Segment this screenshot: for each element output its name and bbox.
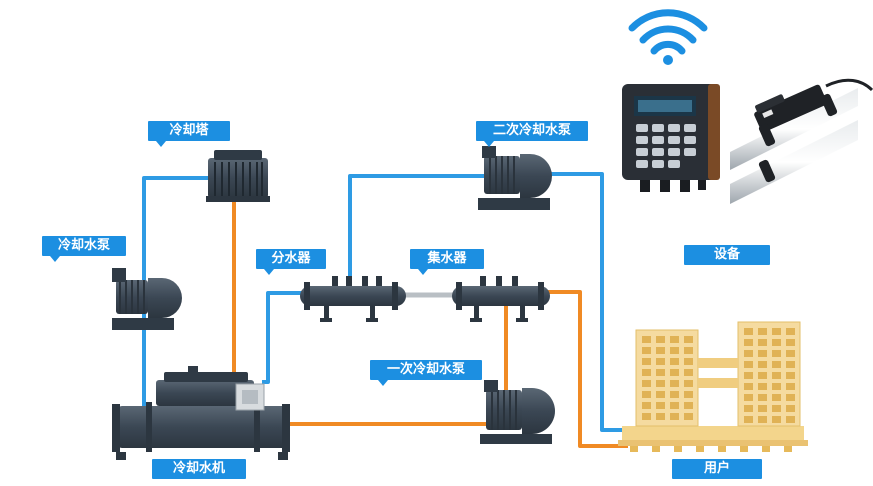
building-window xyxy=(642,358,651,365)
building-window xyxy=(758,383,767,390)
building-window xyxy=(642,402,651,409)
building-window xyxy=(670,369,679,376)
label-cooling-pump: 冷却水泵 xyxy=(42,236,126,262)
building-window xyxy=(642,391,651,398)
building-window xyxy=(684,413,693,420)
building-window xyxy=(772,350,781,357)
water-collector xyxy=(452,276,550,322)
water-distributor xyxy=(300,276,406,322)
secondary-cooling-pump xyxy=(478,146,552,210)
building-window xyxy=(772,383,781,390)
pipe-secondary-pump-to-user xyxy=(546,172,628,432)
building-window xyxy=(670,336,679,343)
building-window xyxy=(670,402,679,409)
label-collector: 集水器 xyxy=(410,249,484,275)
building-window xyxy=(670,391,679,398)
building-window xyxy=(642,380,651,387)
building-window xyxy=(656,413,665,420)
label-secondary-pump: 二次冷却水泵 xyxy=(476,121,588,147)
chiller-unit xyxy=(112,366,290,460)
building-window xyxy=(786,394,795,401)
building-window xyxy=(656,347,665,354)
building-window xyxy=(656,391,665,398)
label-primary-pump: 一次冷却水泵 xyxy=(370,360,482,386)
building-window xyxy=(642,347,651,354)
building-window xyxy=(744,383,753,390)
building-window xyxy=(744,361,753,368)
building-window xyxy=(670,413,679,420)
building-window xyxy=(758,350,767,357)
label-cooling-tower: 冷却塔 xyxy=(148,121,230,147)
pipe-tower-to-chiller xyxy=(142,176,212,408)
building-window xyxy=(744,416,753,423)
building-window xyxy=(786,328,795,335)
pipe-distributor-to-secondary-pump xyxy=(348,174,486,283)
building-window xyxy=(758,394,767,401)
building-window xyxy=(656,402,665,409)
building-window xyxy=(786,405,795,412)
pipe-sensor xyxy=(730,78,873,204)
cooling-tower xyxy=(206,150,270,202)
building-window xyxy=(684,358,693,365)
building-window xyxy=(758,405,767,412)
building-window xyxy=(786,383,795,390)
building-window xyxy=(758,361,767,368)
building-window xyxy=(758,339,767,346)
pipes xyxy=(142,172,628,448)
building-window xyxy=(656,369,665,376)
building-window xyxy=(758,416,767,423)
building-window xyxy=(786,361,795,368)
building-window xyxy=(684,380,693,387)
label-distributor: 分水器 xyxy=(256,249,326,275)
building-window xyxy=(744,339,753,346)
label-equipment: 设备 xyxy=(684,245,770,265)
pipe-user-to-collector xyxy=(540,290,628,448)
cooling-pump xyxy=(112,268,182,330)
building-window xyxy=(772,405,781,412)
building-window xyxy=(744,394,753,401)
building-window xyxy=(670,358,679,365)
building-window xyxy=(772,361,781,368)
building-window xyxy=(656,336,665,343)
building-window xyxy=(642,413,651,420)
building-window xyxy=(758,328,767,335)
building-window xyxy=(786,372,795,379)
label-user: 用户 xyxy=(672,459,762,479)
building-window xyxy=(744,372,753,379)
user-buildings xyxy=(618,321,808,452)
building-window xyxy=(642,369,651,376)
building-window xyxy=(744,405,753,412)
building-window xyxy=(642,336,651,343)
building-window xyxy=(744,350,753,357)
building-window xyxy=(670,380,679,387)
building-window xyxy=(656,358,665,365)
building-window xyxy=(786,350,795,357)
building-window xyxy=(772,416,781,423)
building-window xyxy=(744,328,753,335)
primary-cooling-pump xyxy=(480,380,555,444)
pipe-chiller-to-distributor xyxy=(262,291,310,384)
building-window xyxy=(772,328,781,335)
building-window xyxy=(684,336,693,343)
ultrasonic-flowmeter-icon xyxy=(622,84,720,192)
wifi-icon xyxy=(628,9,708,65)
building-window xyxy=(684,391,693,398)
building-window xyxy=(772,339,781,346)
building-window xyxy=(684,402,693,409)
building-window xyxy=(786,416,795,423)
building-window xyxy=(772,372,781,379)
building-window xyxy=(758,372,767,379)
building-window xyxy=(684,369,693,376)
building-window xyxy=(656,380,665,387)
building-window xyxy=(786,339,795,346)
building-window xyxy=(670,347,679,354)
building-window xyxy=(684,347,693,354)
building-window xyxy=(772,394,781,401)
label-chiller: 冷却水机 xyxy=(152,459,246,479)
